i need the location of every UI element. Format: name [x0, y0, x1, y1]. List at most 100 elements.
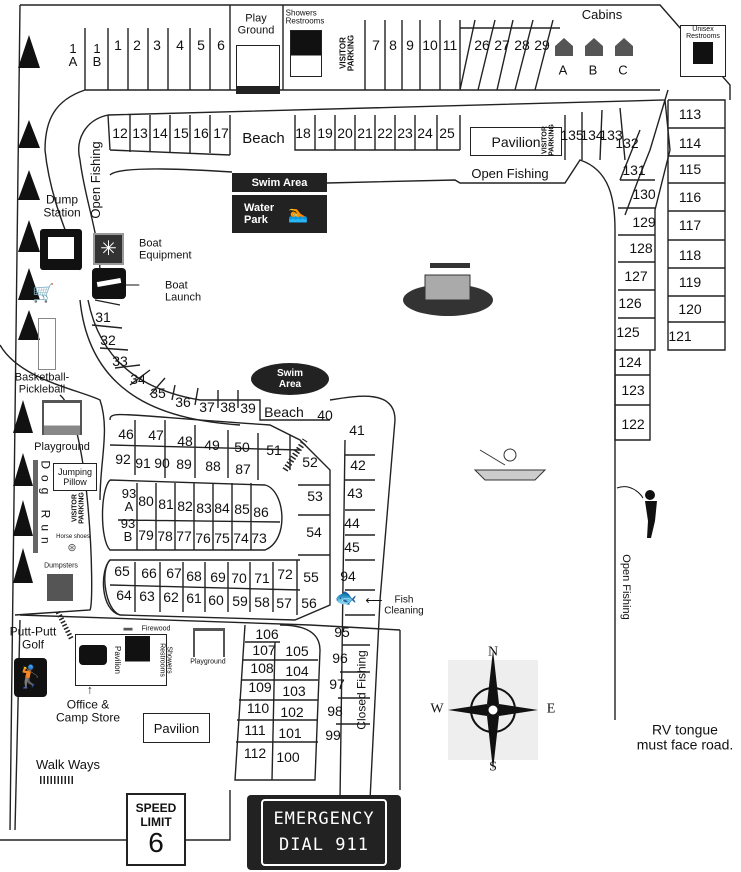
campsite-112[interactable]: 112	[243, 745, 267, 761]
campsite-82[interactable]: 82	[177, 498, 193, 514]
campsite-52[interactable]: 52	[302, 454, 318, 470]
campsite-69[interactable]: 69	[210, 569, 226, 585]
campsite-59[interactable]: 59	[232, 593, 248, 609]
campsite-90[interactable]: 90	[154, 455, 170, 471]
campsite-71[interactable]: 71	[254, 570, 270, 586]
campsite-102[interactable]: 102	[280, 704, 304, 720]
campsite-65[interactable]: 65	[114, 563, 130, 579]
cabin-a[interactable]: A	[558, 62, 568, 78]
campsite-45[interactable]: 45	[344, 539, 360, 555]
campsite-36[interactable]: 36	[175, 394, 191, 410]
campsite-121[interactable]: 121	[668, 328, 692, 344]
campsite-44[interactable]: 44	[344, 515, 360, 531]
campsite-95[interactable]: 95	[334, 624, 350, 640]
campsite-128[interactable]: 128	[629, 240, 653, 256]
campsite-27[interactable]: 27	[494, 37, 510, 53]
campsite-28[interactable]: 28	[514, 37, 530, 53]
campsite-116[interactable]: 116	[678, 189, 702, 205]
campsite-120[interactable]: 120	[678, 301, 702, 317]
campsite-79[interactable]: 79	[138, 527, 154, 543]
campsite-37[interactable]: 37	[199, 399, 215, 415]
campsite-73[interactable]: 73	[251, 530, 267, 546]
campsite-77[interactable]: 77	[176, 528, 192, 544]
campsite-80[interactable]: 80	[138, 493, 154, 509]
campsite-55[interactable]: 55	[303, 569, 319, 585]
campsite-8[interactable]: 8	[389, 37, 397, 53]
campsite-49[interactable]: 49	[204, 437, 220, 453]
campsite-123[interactable]: 123	[621, 382, 645, 398]
campsite-101[interactable]: 101	[278, 725, 302, 741]
campsite-117[interactable]: 117	[678, 217, 702, 233]
campsite-89[interactable]: 89	[176, 456, 192, 472]
campsite-67[interactable]: 67	[166, 565, 182, 581]
campsite-127[interactable]: 127	[624, 268, 648, 284]
campsite-78[interactable]: 78	[157, 528, 173, 544]
campsite-53[interactable]: 53	[307, 488, 323, 504]
campsite-51[interactable]: 51	[266, 442, 282, 458]
campsite-64[interactable]: 64	[116, 587, 132, 603]
campsite-63[interactable]: 63	[139, 588, 155, 604]
campsite-4[interactable]: 4	[176, 37, 184, 53]
campsite-60[interactable]: 60	[208, 592, 224, 608]
campsite-13[interactable]: 13	[132, 125, 148, 141]
campsite-48[interactable]: 48	[177, 433, 193, 449]
campsite-87[interactable]: 87	[235, 461, 251, 477]
campsite-83[interactable]: 83	[196, 500, 212, 516]
campsite-84[interactable]: 84	[214, 500, 230, 516]
campsite-16[interactable]: 16	[193, 125, 209, 141]
campsite-6[interactable]: 6	[217, 37, 225, 53]
campsite-86[interactable]: 86	[253, 504, 269, 520]
campsite-92[interactable]: 92	[115, 451, 131, 467]
campsite-74[interactable]: 74	[233, 530, 249, 546]
campsite-125[interactable]: 125	[616, 324, 640, 340]
campsite-20[interactable]: 20	[337, 125, 353, 141]
campsite-50[interactable]: 50	[234, 439, 250, 455]
campsite-15[interactable]: 15	[173, 125, 189, 141]
campsite-14[interactable]: 14	[152, 125, 168, 141]
campsite-75[interactable]: 75	[214, 530, 230, 546]
campsite-130[interactable]: 130	[632, 186, 656, 202]
campsite-5[interactable]: 5	[197, 37, 205, 53]
campsite-114[interactable]: 114	[678, 135, 702, 151]
campsite-17[interactable]: 17	[213, 125, 229, 141]
campsite-32[interactable]: 32	[100, 332, 116, 348]
cabin-c[interactable]: C	[618, 62, 628, 78]
campsite-131[interactable]: 131	[622, 162, 646, 178]
campsite-104[interactable]: 104	[285, 663, 309, 679]
campsite-39[interactable]: 39	[240, 400, 256, 416]
campsite-115[interactable]: 115	[678, 161, 702, 177]
campsite-7[interactable]: 7	[372, 37, 380, 53]
campsite-100[interactable]: 100	[276, 749, 300, 765]
campsite-113[interactable]: 113	[678, 106, 702, 122]
campsite-35[interactable]: 35	[150, 385, 166, 401]
campsite-76[interactable]: 76	[195, 530, 211, 546]
campsite-18[interactable]: 18	[295, 125, 311, 141]
campsite-1[interactable]: 1	[114, 37, 122, 53]
campsite-62[interactable]: 62	[163, 589, 179, 605]
campsite-68[interactable]: 68	[186, 568, 202, 584]
campsite-126[interactable]: 126	[618, 295, 642, 311]
campsite-124[interactable]: 124	[618, 354, 642, 370]
campsite-107[interactable]: 107	[252, 642, 276, 658]
campsite-38[interactable]: 38	[220, 399, 236, 415]
campsite-94[interactable]: 94	[340, 568, 356, 584]
campsite-43[interactable]: 43	[347, 485, 363, 501]
campsite-25[interactable]: 25	[439, 125, 455, 141]
campsite-91[interactable]: 91	[135, 455, 151, 471]
campsite-46[interactable]: 46	[118, 426, 134, 442]
campsite-26[interactable]: 26	[474, 37, 490, 53]
campsite-108[interactable]: 108	[250, 660, 274, 676]
campsite-72[interactable]: 72	[277, 566, 293, 582]
campsite-88[interactable]: 88	[205, 458, 221, 474]
campsite-11[interactable]: 11	[442, 37, 458, 53]
campsite-56[interactable]: 56	[301, 595, 317, 611]
campsite-98[interactable]: 98	[327, 703, 343, 719]
office-building[interactable]	[75, 634, 167, 686]
campsite-24[interactable]: 24	[417, 125, 433, 141]
campsite-133[interactable]: 133	[599, 127, 623, 143]
campsite-122[interactable]: 122	[621, 416, 645, 432]
campsite-99[interactable]: 99	[325, 727, 341, 743]
campsite-119[interactable]: 119	[678, 274, 702, 290]
campsite-129[interactable]: 129	[632, 214, 656, 230]
campsite-66[interactable]: 66	[141, 565, 157, 581]
